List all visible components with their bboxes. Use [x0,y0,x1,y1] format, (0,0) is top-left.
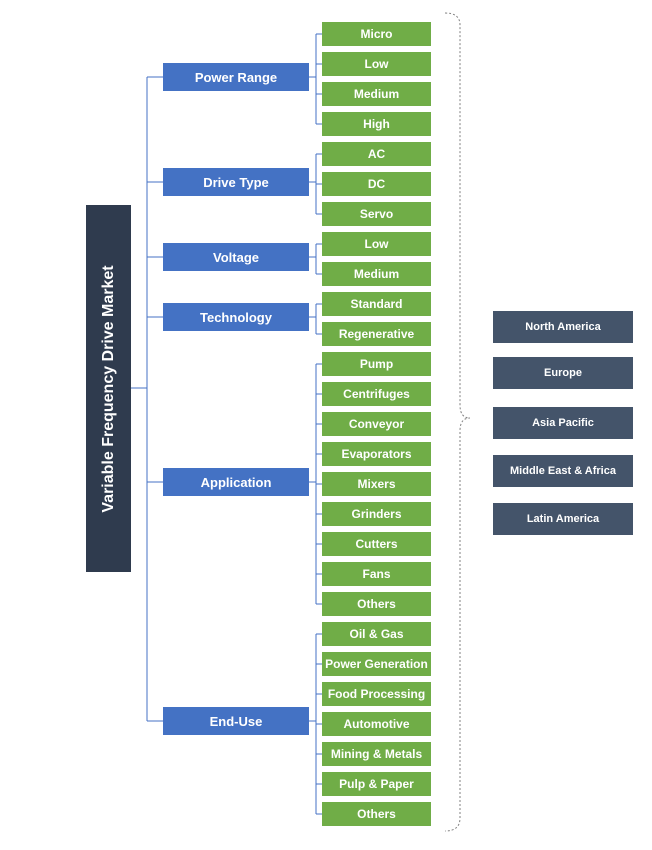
item-others: Others [322,802,431,826]
item-micro: Micro [322,22,431,46]
item-low: Low [322,52,431,76]
segment-technology: Technology [163,303,309,331]
item-cutters: Cutters [322,532,431,556]
item-regenerative: Regenerative [322,322,431,346]
item-evaporators: Evaporators [322,442,431,466]
segment-power-range: Power Range [163,63,309,91]
region-asia-pacific: Asia Pacific [493,407,633,439]
segment-application: Application [163,468,309,496]
item-high: High [322,112,431,136]
item-others: Others [322,592,431,616]
segment-voltage: Voltage [163,243,309,271]
item-conveyor: Conveyor [322,412,431,436]
item-mining-and-metals: Mining & Metals [322,742,431,766]
region-brace [444,12,471,832]
item-pump: Pump [322,352,431,376]
region-north-america: North America [493,311,633,343]
item-grinders: Grinders [322,502,431,526]
market-title-text: Variable Frequency Drive Market [99,264,117,513]
item-food-processing: Food Processing [322,682,431,706]
item-dc: DC [322,172,431,196]
item-low: Low [322,232,431,256]
item-standard: Standard [322,292,431,316]
region-middle-east-and-africa: Middle East & Africa [493,455,633,487]
item-servo: Servo [322,202,431,226]
region-europe: Europe [493,357,633,389]
item-ac: AC [322,142,431,166]
item-pulp-and-paper: Pulp & Paper [322,772,431,796]
segment-end-use: End-Use [163,707,309,735]
item-centrifuges: Centrifuges [322,382,431,406]
item-fans: Fans [322,562,431,586]
item-oil-and-gas: Oil & Gas [322,622,431,646]
item-mixers: Mixers [322,472,431,496]
market-title: Variable Frequency Drive Market [86,205,131,572]
item-medium: Medium [322,82,431,106]
item-power-generation: Power Generation [322,652,431,676]
item-automotive: Automotive [322,712,431,736]
item-medium: Medium [322,262,431,286]
segment-drive-type: Drive Type [163,168,309,196]
region-latin-america: Latin America [493,503,633,535]
